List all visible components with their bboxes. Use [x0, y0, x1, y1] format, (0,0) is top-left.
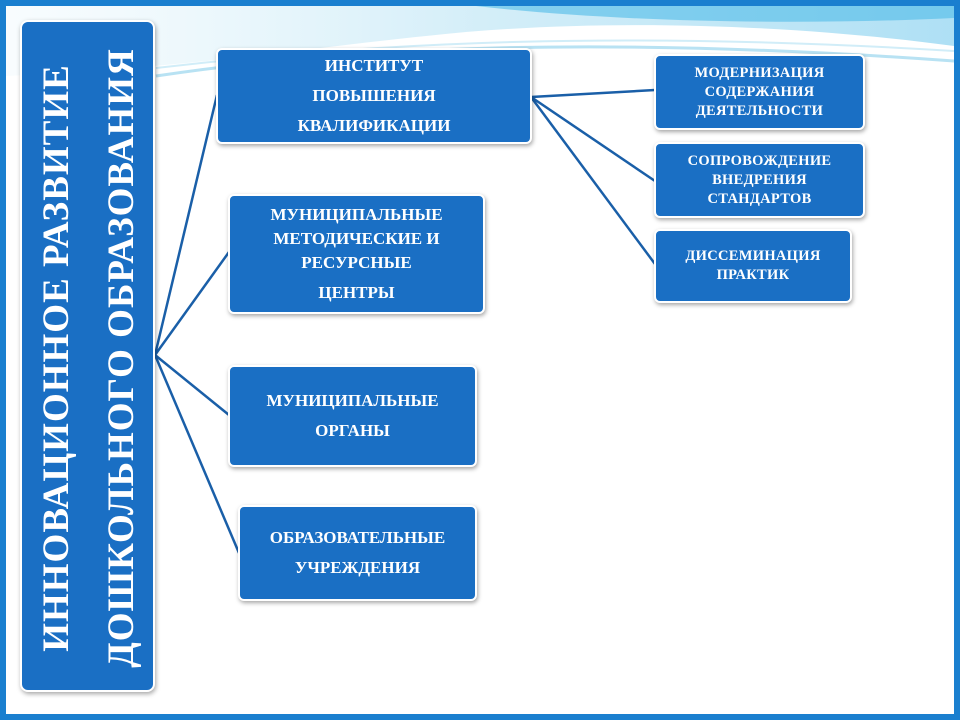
box-educational-institutions-line-2: УЧРЕЖДЕНИЯ — [294, 558, 421, 577]
box-dissemination: ДИССЕМИНАЦИЯ ПРАКТИК — [654, 229, 852, 303]
box-municipal-organs-line-2: ОРГАНЫ — [315, 421, 390, 440]
main-title-line-1: ИННОВАЦИОННОЕ РАЗВИТИЕ — [36, 64, 77, 652]
box-institute: ИНСТИТУТ ПОВЫШЕНИЯ КВАЛИФИКАЦИИ — [216, 48, 532, 144]
box-standards-support-line-3: СТАНДАРТОВ — [707, 190, 812, 207]
box-standards-support-line-1: СОПРОВОЖДЕНИЕ — [687, 152, 832, 169]
connector-to-modernization — [530, 88, 656, 99]
connector-to-support — [530, 95, 656, 183]
box-modernization: МОДЕРНИЗАЦИЯ СОДЕРЖАНИЯ ДЕЯТЕЛЬНОСТИ — [654, 54, 865, 130]
decorative-waves — [6, 6, 954, 78]
connector-to-organs — [154, 354, 230, 416]
box-municipal-organs-line-1: МУНИЦИПАЛЬНЫЕ — [266, 391, 439, 410]
box-modernization-line-2: СОДЕРЖАНИЯ — [704, 83, 815, 100]
box-institute-line-2: ПОВЫШЕНИЯ — [312, 86, 436, 105]
connector-to-dissemination — [529, 96, 657, 265]
box-modernization-line-1: МОДЕРНИЗАЦИЯ — [694, 64, 825, 81]
box-institute-line-1: ИНСТИТУТ — [324, 56, 424, 75]
box-municipal-centers: МУНИЦИПАЛЬНЫЕ МЕТОДИЧЕСКИЕ И РЕСУРСНЫЕ Ц… — [228, 194, 485, 314]
box-municipal-centers-line-2: МЕТОДИЧЕСКИЕ И — [273, 229, 440, 248]
box-modernization-line-3: ДЕЯТЕЛЬНОСТИ — [695, 102, 824, 119]
box-municipal-organs: МУНИЦИПАЛЬНЫЕ ОРГАНЫ — [228, 365, 477, 467]
box-municipal-centers-line-3: РЕСУРСНЫЕ — [301, 253, 412, 272]
box-dissemination-line-2: ПРАКТИК — [716, 267, 790, 283]
box-municipal-centers-line-4: ЦЕНТРЫ — [318, 283, 395, 302]
box-standards-support: СОПРОВОЖДЕНИЕ ВНЕДРЕНИЯ СТАНДАРТОВ — [654, 142, 865, 218]
box-standards-support-line-2: ВНЕДРЕНИЯ — [712, 171, 807, 188]
box-municipal-centers-line-1: МУНИЦИПАЛЬНЫЕ — [270, 205, 443, 224]
box-educational-institutions: ОБРАЗОВАТЕЛЬНЫЕ УЧРЕЖДЕНИЯ — [238, 505, 477, 601]
main-title-panel: ИННОВАЦИОННОЕ РАЗВИТИЕ ДОШКОЛЬНОГО ОБРАЗ… — [20, 20, 155, 692]
main-title-line-2: ДОШКОЛЬНОГО ОБРАЗОВАНИЯ — [101, 48, 142, 668]
connector-to-institutions — [153, 354, 241, 554]
box-dissemination-line-1: ДИССЕМИНАЦИЯ — [685, 248, 821, 264]
connector-to-institute — [153, 94, 219, 356]
main-title: ИННОВАЦИОННОЕ РАЗВИТИЕ ДОШКОЛЬНОГО ОБРАЗ… — [24, 38, 154, 678]
box-educational-institutions-line-1: ОБРАЗОВАТЕЛЬНЫЕ — [269, 528, 446, 547]
connector-to-centers — [153, 251, 231, 356]
box-institute-line-3: КВАЛИФИКАЦИИ — [297, 116, 451, 135]
